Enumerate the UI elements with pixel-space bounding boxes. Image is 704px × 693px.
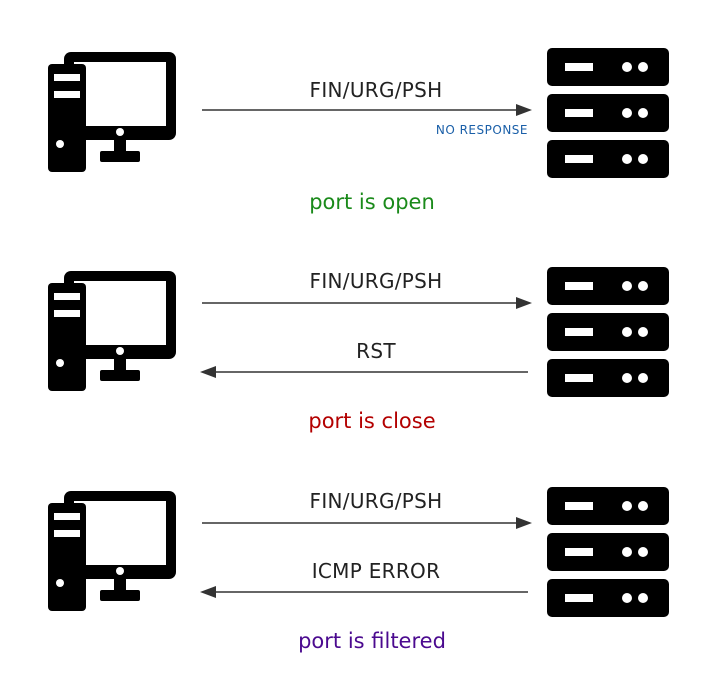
- response-label: RST: [356, 339, 396, 363]
- server-rack-icon: [547, 487, 669, 617]
- server-rack-icon: [547, 267, 669, 397]
- request-arrow: [202, 297, 532, 309]
- desktop-computer-icon: [48, 52, 176, 172]
- desktop-computer-icon: [48, 271, 176, 391]
- request-arrow: [202, 517, 532, 529]
- request-label: FIN/URG/PSH: [309, 489, 443, 513]
- request-label: FIN/URG/PSH: [309, 269, 443, 293]
- request-arrow: [202, 104, 532, 116]
- scenario-port-filtered: FIN/URG/PSH ICMP ERROR port is filtered: [0, 439, 704, 653]
- request-label: FIN/URG/PSH: [309, 78, 443, 102]
- verdict-filtered: port is filtered: [298, 629, 446, 653]
- desktop-computer-icon: [48, 491, 176, 611]
- scenario-port-close: FIN/URG/PSH RST port is close: [0, 219, 704, 433]
- response-label: ICMP ERROR: [311, 559, 441, 583]
- scenario-port-open: FIN/URG/PSH NO RESPONSE port is open: [0, 0, 704, 214]
- verdict-close: port is close: [308, 409, 436, 433]
- no-response-note: NO RESPONSE: [435, 123, 528, 137]
- server-rack-icon: [547, 48, 669, 178]
- response-arrow: [200, 586, 528, 598]
- response-arrow: [200, 366, 528, 378]
- verdict-open: port is open: [309, 190, 435, 214]
